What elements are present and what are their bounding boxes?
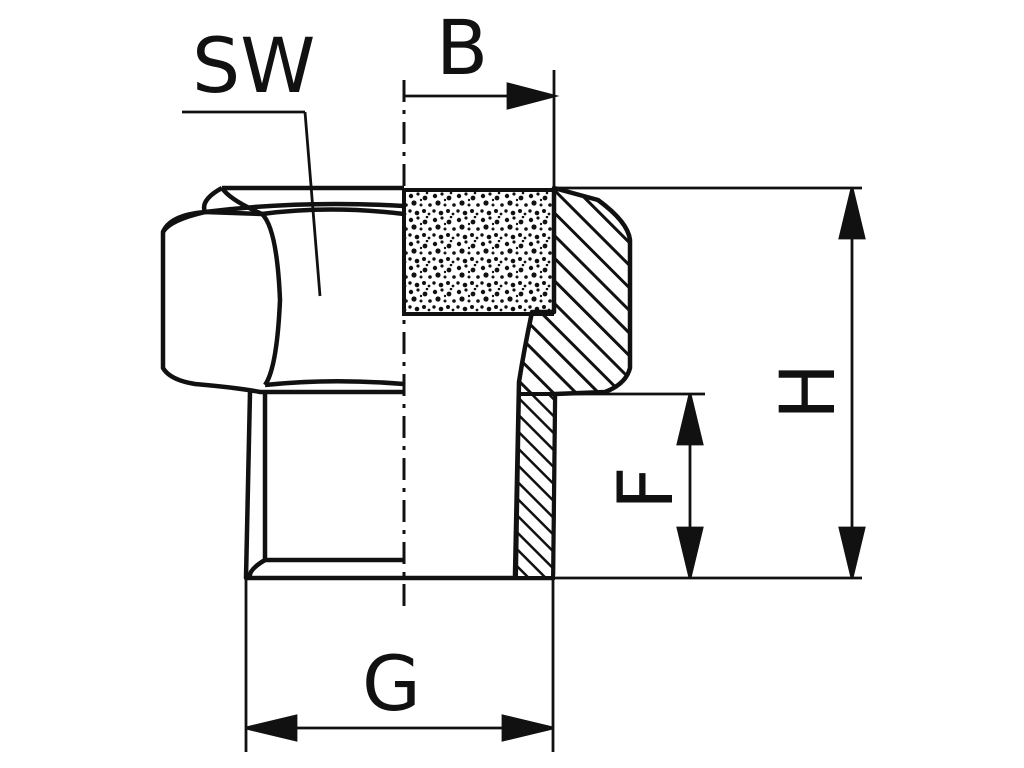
label-b: B xyxy=(436,3,488,92)
label-sw: SW xyxy=(192,21,315,110)
label-h: H xyxy=(763,363,852,420)
thread-wall-hatch xyxy=(513,392,558,580)
label-f: F xyxy=(601,466,690,510)
dimension-lines xyxy=(245,82,866,742)
label-g: G xyxy=(362,639,421,728)
filter-element xyxy=(402,188,556,316)
thread-body xyxy=(243,391,553,581)
hex-nut-outline xyxy=(160,185,405,395)
extension-lines xyxy=(182,70,862,752)
